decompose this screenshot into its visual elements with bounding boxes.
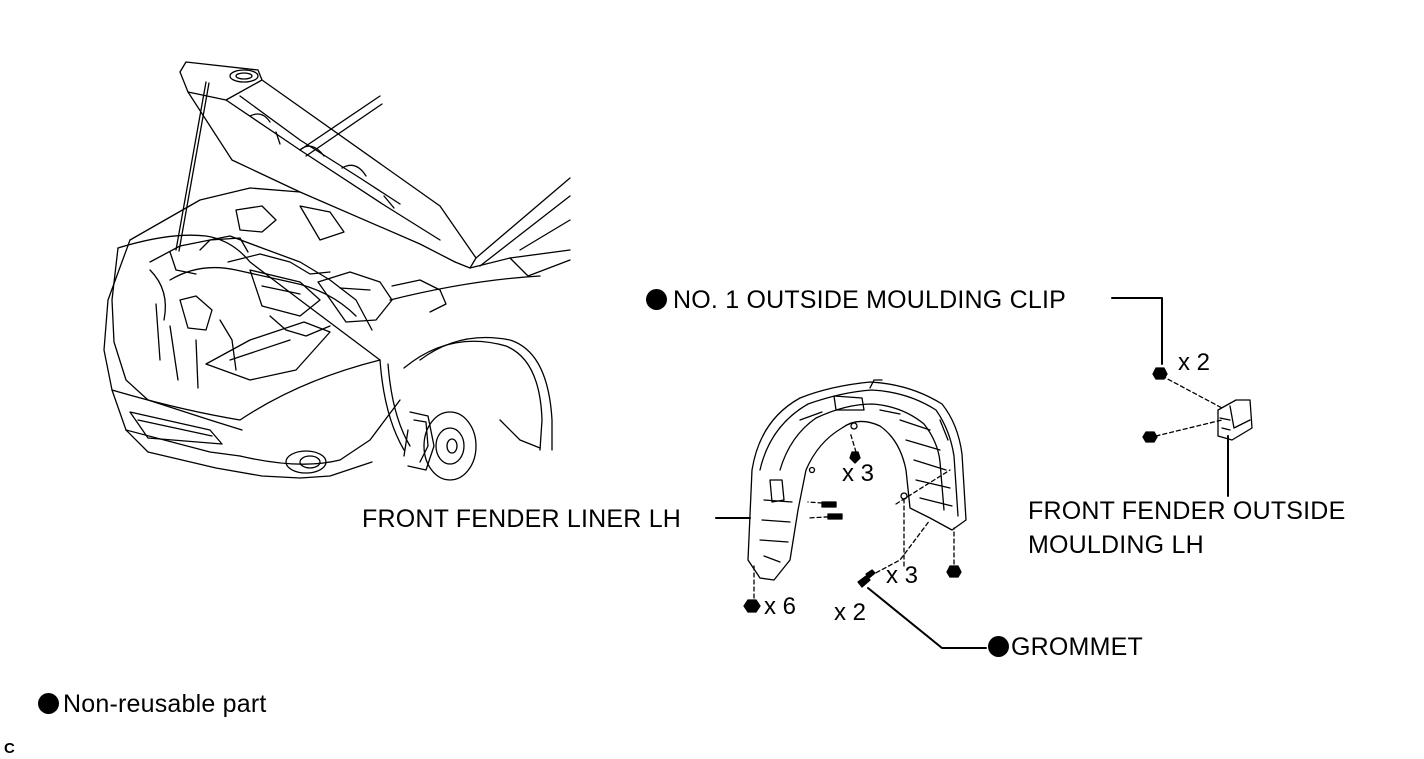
- fender-liner-label: FRONT FENDER LINER LH: [362, 505, 682, 533]
- assembly-dashed-lines: [753, 375, 1223, 599]
- clip-label-text: NO. 1 OUTSIDE MOULDING CLIP: [673, 286, 1066, 314]
- front-fender-liner: [747, 379, 967, 581]
- moulding-label-line1: FRONT FENDER OUTSIDE: [1028, 497, 1346, 525]
- clip-quantity: x 2: [1178, 349, 1211, 376]
- non-reusable-marker-icon: [988, 636, 1009, 657]
- front-fender-outside-moulding: [1217, 399, 1253, 441]
- grommet-quantity: x 2: [834, 599, 867, 626]
- bottom-screw-quantity: x 6: [764, 593, 797, 620]
- figure-corner-mark: C: [4, 740, 15, 757]
- top-screw-quantity: x 3: [842, 460, 875, 487]
- grommet-label: GROMMET: [988, 633, 1143, 661]
- non-reusable-marker-icon: [646, 289, 667, 310]
- grommet-side-quantity: x 3: [886, 562, 919, 589]
- non-reusable-legend-icon: [38, 693, 59, 714]
- leader-lines: [715, 297, 1229, 649]
- legend-text: Non-reusable part: [63, 690, 267, 718]
- vehicle-front-illustration: [103, 61, 571, 481]
- grommet-label-text: GROMMET: [1011, 633, 1143, 661]
- moulding-label-line2: MOULDING LH: [1028, 531, 1204, 559]
- legend-non-reusable: Non-reusable part: [38, 690, 267, 718]
- clip-label: NO. 1 OUTSIDE MOULDING CLIP: [646, 286, 1066, 314]
